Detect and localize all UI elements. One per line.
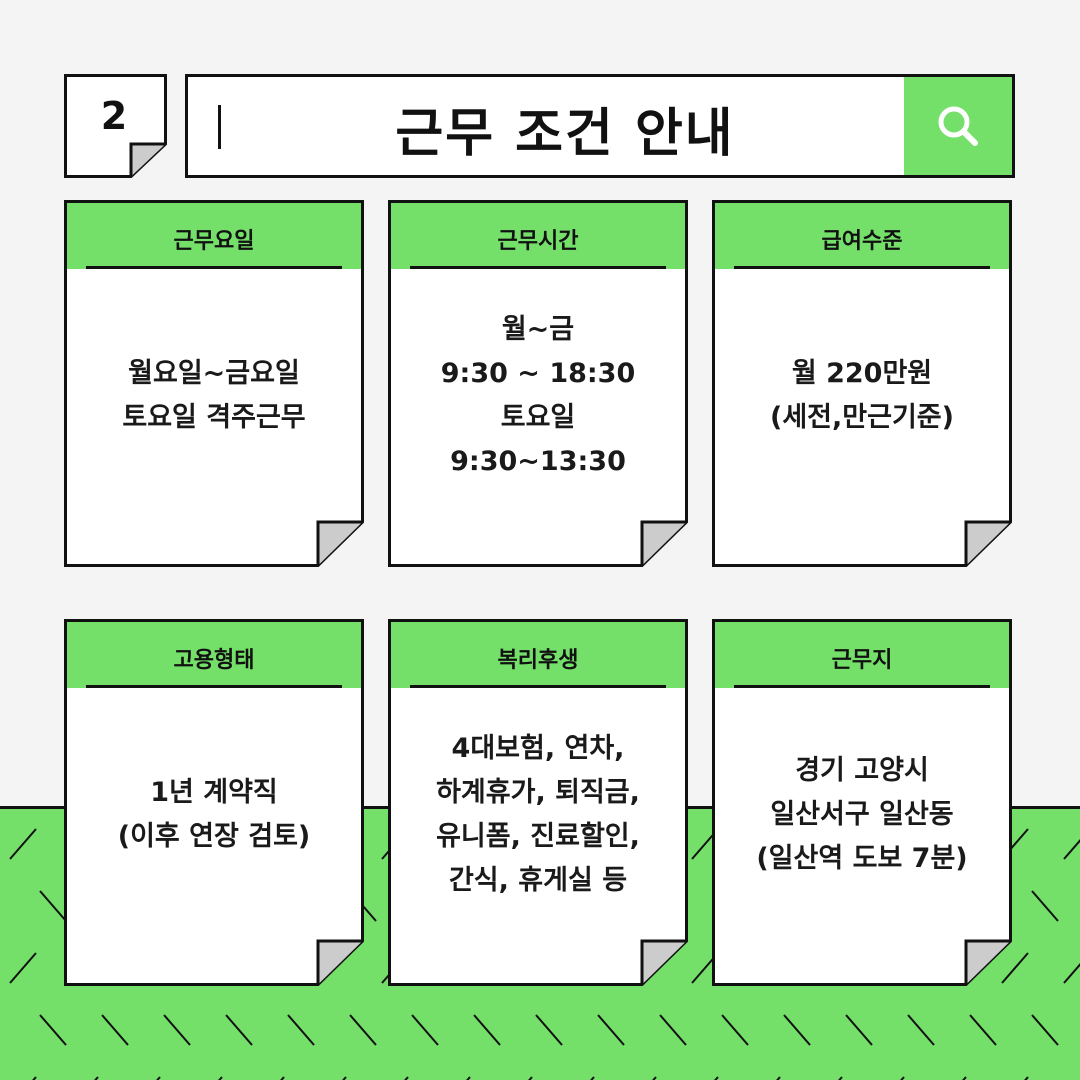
card-line: (일산역 도보 7분) bbox=[756, 843, 968, 874]
card-divider bbox=[86, 266, 342, 269]
title-search-bar[interactable]: 근무 조건 안내 bbox=[185, 74, 1015, 178]
card-divider bbox=[734, 266, 990, 269]
hatch-mark bbox=[9, 828, 37, 860]
hatch-mark bbox=[39, 1014, 67, 1046]
card-line: 간식, 휴게실 등 bbox=[448, 865, 628, 896]
card-label: 근무시간 bbox=[391, 203, 685, 269]
page-title: 근무 조건 안내 bbox=[395, 104, 735, 164]
card-paper bbox=[64, 200, 364, 567]
card-line: 유니폼, 진료할인, bbox=[436, 821, 640, 852]
hatch-mark bbox=[783, 1014, 811, 1046]
card-divider bbox=[86, 685, 342, 688]
card-line: 9:30~13:30 bbox=[450, 446, 626, 477]
hatch-mark bbox=[1031, 1014, 1059, 1046]
hatch-mark bbox=[225, 1014, 253, 1046]
card-paper bbox=[712, 619, 1012, 986]
card-line: 토요일 bbox=[500, 402, 576, 433]
page-number: 2 bbox=[100, 94, 128, 138]
hatch-mark bbox=[287, 1014, 315, 1046]
hatch-mark bbox=[721, 1014, 749, 1046]
card-work-location: 근무지 경기 고양시 일산서구 일산동 (일산역 도보 7분) bbox=[712, 619, 1012, 986]
hatch-mark bbox=[1063, 963, 1080, 984]
card-work-days: 근무요일 월요일~금요일 토요일 격주근무 bbox=[64, 200, 364, 567]
card-line: 토요일 격주근무 bbox=[122, 402, 306, 433]
card-salary: 급여수준 월 220만원 (세전,만근기준) bbox=[712, 200, 1012, 567]
hatch-mark bbox=[9, 952, 37, 984]
card-content: 1년 계약직 (이후 연장 검토) bbox=[74, 689, 354, 941]
card-line: 9:30 ~ 18:30 bbox=[440, 358, 636, 389]
card-line: 월 220만원 bbox=[791, 358, 933, 389]
card-line: 일산서구 일산동 bbox=[770, 799, 954, 830]
card-paper bbox=[712, 200, 1012, 567]
card-line: (이후 연장 검토) bbox=[117, 821, 311, 852]
card-label: 복리후생 bbox=[391, 622, 685, 688]
hatch-mark bbox=[1063, 839, 1080, 860]
folded-corner-icon bbox=[64, 74, 167, 178]
text-cursor bbox=[218, 105, 221, 149]
card-content: 월 220만원 (세전,만근기준) bbox=[722, 270, 1002, 522]
card-line: 월~금 bbox=[501, 314, 575, 345]
hatch-mark bbox=[845, 1014, 873, 1046]
hatch-mark bbox=[39, 890, 67, 922]
card-divider bbox=[410, 685, 666, 688]
card-content: 경기 고양시 일산서구 일산동 (일산역 도보 7분) bbox=[722, 689, 1002, 941]
hatch-mark bbox=[535, 1014, 563, 1046]
card-work-hours: 근무시간 월~금 9:30 ~ 18:30 토요일 9:30~13:30 bbox=[388, 200, 688, 567]
hatch-mark bbox=[473, 1014, 501, 1046]
hatch-mark bbox=[907, 1014, 935, 1046]
hatch-mark bbox=[1031, 890, 1059, 922]
hatch-mark bbox=[969, 1014, 997, 1046]
hatch-mark bbox=[1001, 952, 1029, 984]
hatch-mark bbox=[597, 1014, 625, 1046]
card-label: 고용형태 bbox=[67, 622, 361, 688]
hatch-mark bbox=[101, 1014, 129, 1046]
hatch-mark bbox=[659, 1014, 687, 1046]
card-content: 4대보험, 연차, 하계휴가, 퇴직금, 유니폼, 진료할인, 간식, 휴게실 … bbox=[398, 689, 678, 941]
card-content: 월요일~금요일 토요일 격주근무 bbox=[74, 270, 354, 522]
card-paper bbox=[388, 619, 688, 986]
card-paper bbox=[64, 619, 364, 986]
card-employment-type: 고용형태 1년 계약직 (이후 연장 검토) bbox=[64, 619, 364, 986]
page-number-badge: 2 bbox=[64, 74, 167, 178]
card-divider bbox=[734, 685, 990, 688]
hatch-mark bbox=[349, 1014, 377, 1046]
card-line: 경기 고양시 bbox=[795, 755, 929, 786]
card-line: 하계휴가, 퇴직금, bbox=[436, 777, 640, 808]
search-icon bbox=[938, 106, 978, 146]
card-paper bbox=[388, 200, 688, 567]
search-button[interactable] bbox=[904, 77, 1012, 175]
card-line: 1년 계약직 bbox=[150, 777, 278, 808]
card-label: 근무요일 bbox=[67, 203, 361, 269]
card-line: 4대보험, 연차, bbox=[451, 733, 625, 764]
card-divider bbox=[410, 266, 666, 269]
card-benefits: 복리후생 4대보험, 연차, 하계휴가, 퇴직금, 유니폼, 진료할인, 간식,… bbox=[388, 619, 688, 986]
hatch-mark bbox=[411, 1014, 439, 1046]
card-label: 급여수준 bbox=[715, 203, 1009, 269]
card-line: (세전,만근기준) bbox=[770, 402, 954, 433]
card-content: 월~금 9:30 ~ 18:30 토요일 9:30~13:30 bbox=[398, 270, 678, 522]
card-line: 월요일~금요일 bbox=[128, 358, 300, 389]
hatch-mark bbox=[163, 1014, 191, 1046]
card-label: 근무지 bbox=[715, 622, 1009, 688]
